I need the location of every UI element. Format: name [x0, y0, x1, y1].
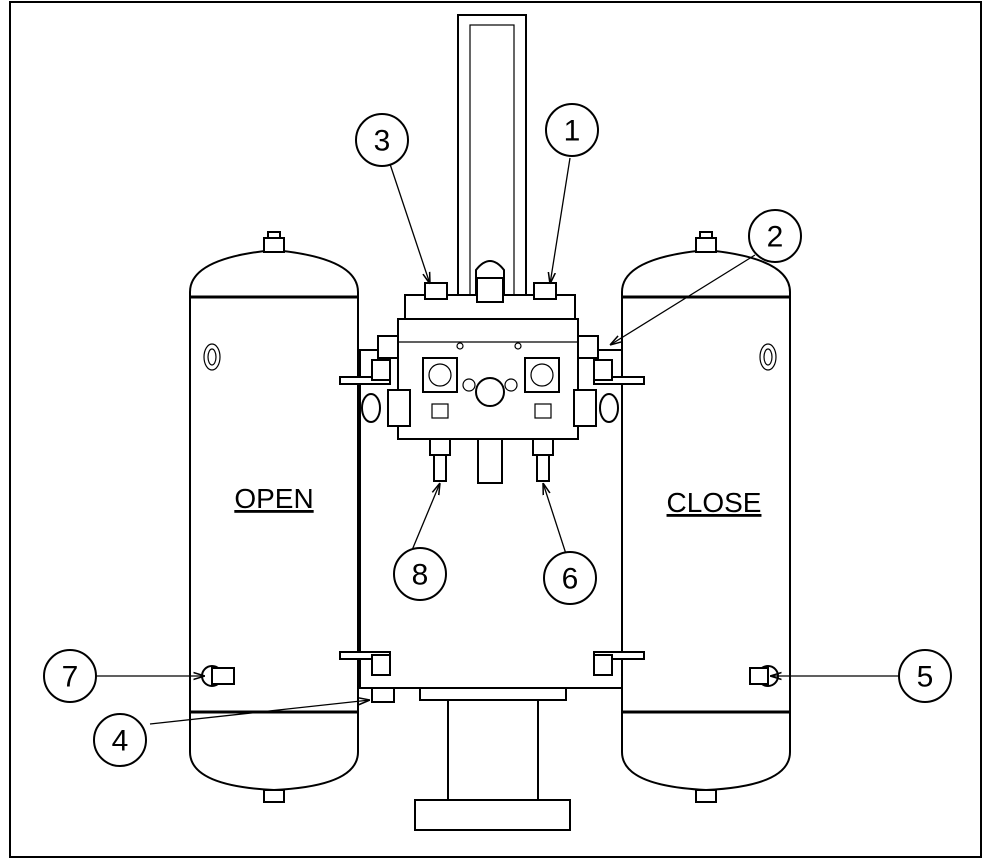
callout-5: 5	[898, 649, 952, 703]
svg-text:2: 2	[767, 221, 784, 254]
svg-text:3: 3	[374, 125, 391, 158]
callout-3: 3	[355, 113, 409, 167]
svg-text:8: 8	[412, 559, 429, 592]
leader-2	[610, 254, 756, 345]
callout-7: 7	[43, 649, 97, 703]
leader-6	[543, 483, 568, 558]
svg-text:7: 7	[62, 661, 79, 694]
leader-3	[387, 157, 430, 284]
svg-text:1: 1	[564, 115, 581, 148]
right-tank-label: CLOSE	[667, 487, 762, 518]
callout-8: 8	[393, 547, 447, 601]
svg-text:6: 6	[562, 563, 579, 596]
svg-text:4: 4	[112, 725, 129, 758]
leader-8	[409, 483, 440, 556]
valve-manifold	[361, 260, 619, 703]
leader-4	[149, 700, 370, 725]
callout-6: 6	[543, 551, 597, 605]
svg-text:5: 5	[917, 661, 934, 694]
actuator-base	[414, 687, 571, 831]
drawing-frame	[9, 1, 982, 858]
callout-4: 4	[93, 713, 147, 767]
mounting-brackets	[339, 359, 645, 676]
right-tank-close	[621, 231, 791, 803]
leader-1	[550, 157, 571, 284]
left-tank-open	[189, 231, 359, 803]
callout-2: 2	[748, 209, 802, 263]
callout-1: 1	[545, 103, 599, 157]
left-tank-label: OPEN	[234, 483, 313, 514]
